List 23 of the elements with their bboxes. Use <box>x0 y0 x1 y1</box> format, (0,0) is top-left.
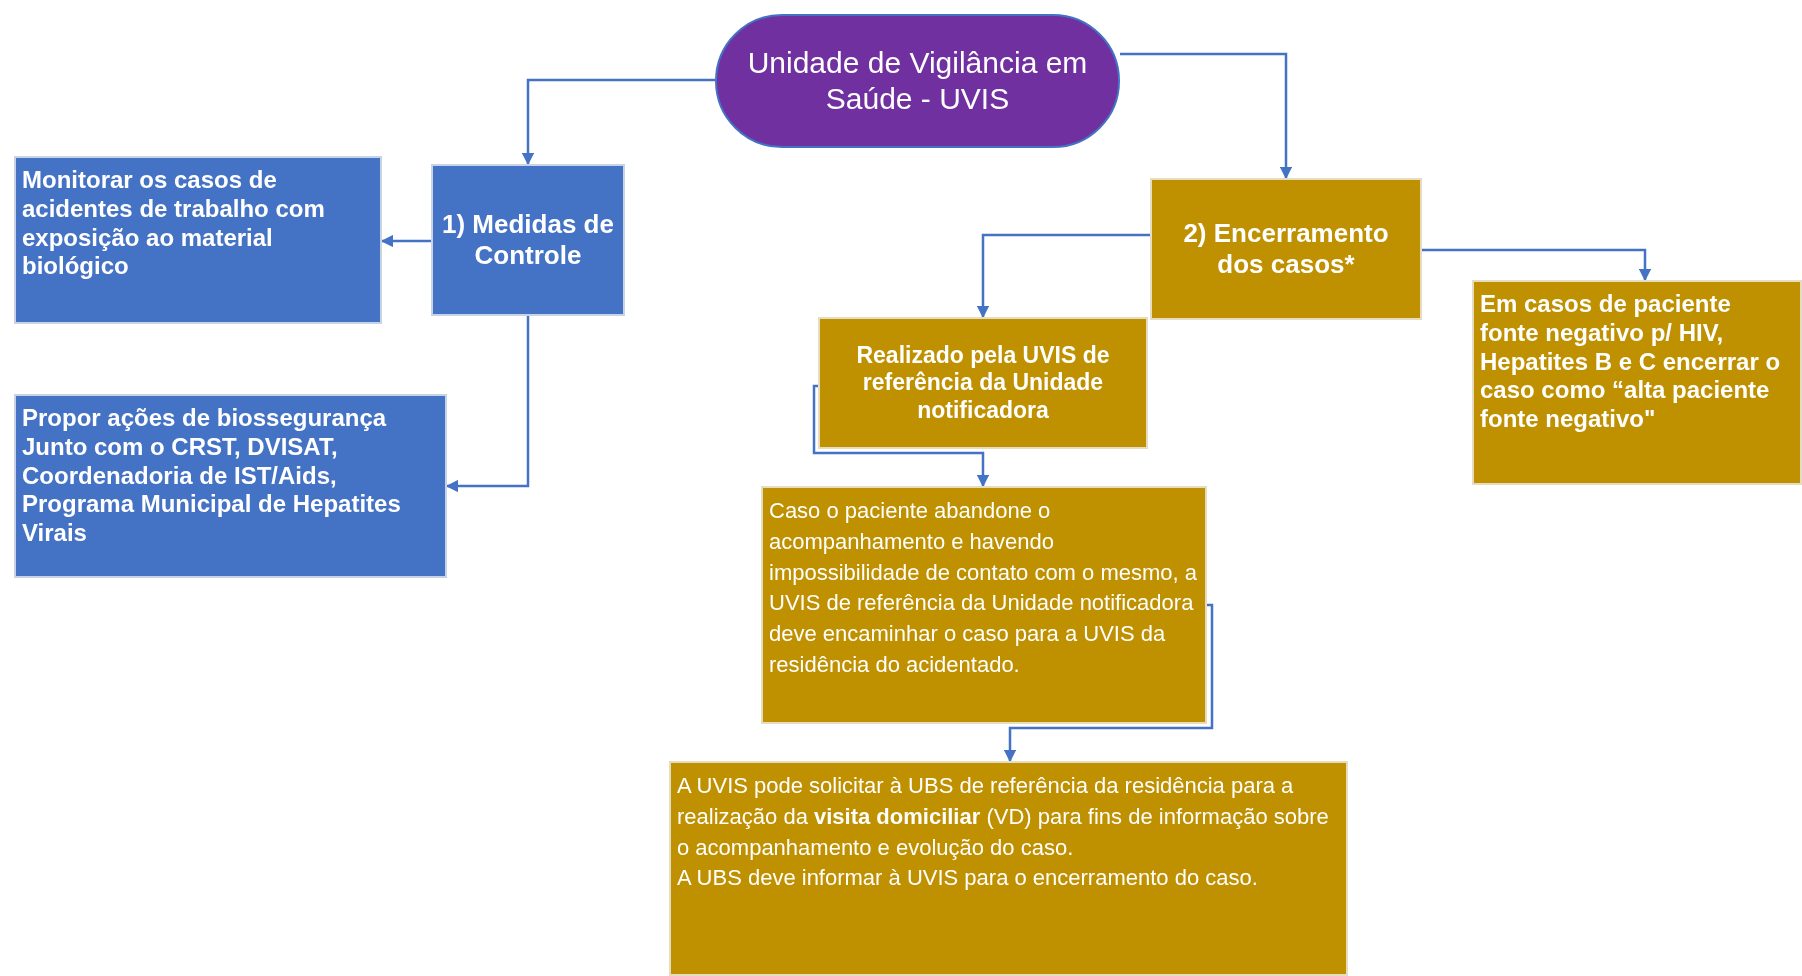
node-title: Unidade de Vigilância em Saúde - UVIS <box>746 45 1089 117</box>
node-text: A UBS deve informar à UVIS para o encerramento do caso. <box>677 864 1259 893</box>
arrow <box>976 233 1150 319</box>
process-box <box>1472 280 1802 485</box>
node-text: Em casos de paciente fonte negativo p/ HIV, Hepatites B e C encerrar o caso como “alta paciente fonte negativo" <box>1480 290 1782 434</box>
node-text: A UVIS pode solicitar à UBS de referência da residência para a realização da visita domiciliar (VD) para fins de informação sobre o acompanhamento e evolução do caso. <box>677 772 1330 862</box>
arrow <box>1120 52 1293 180</box>
node-text: Propor ações de biossegurança Junto com o CRST, DVISAT, Coordenadoria de IST/Aids, Programa Municipal de Hepatites Virais <box>22 404 402 548</box>
process-box <box>818 317 1148 449</box>
arrow <box>521 78 715 166</box>
process-box <box>14 394 447 578</box>
node-text: Monitorar os casos de acidentes de trabalho com exposição ao material biológico <box>22 166 326 282</box>
process-box <box>1150 178 1422 320</box>
node-title: 2) Encerramento dos casos* <box>1182 217 1390 281</box>
arrow <box>812 384 990 488</box>
arrow <box>1422 248 1652 282</box>
node-title: 1) Medidas de Controle <box>441 208 615 272</box>
process-box <box>14 156 382 324</box>
node-text: Caso o paciente abandone o acompanhamento e havendo impossibilidade de contato com o mesmo, a UVIS de referência da Unidade notificadora deve encaminhar o caso para a UVIS da residência do acidentado. <box>769 497 1198 679</box>
process-box <box>761 486 1207 724</box>
process-box <box>431 164 625 316</box>
process-box <box>669 761 1348 976</box>
node-text: Realizado pela UVIS de referência da Unidade notificadora <box>855 341 1111 425</box>
